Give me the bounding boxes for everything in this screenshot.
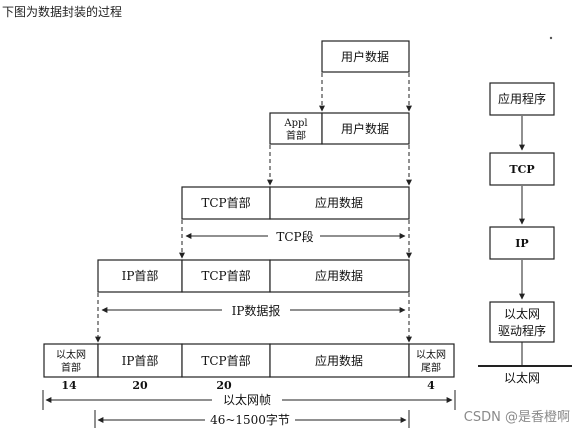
eth-frame-label: 以太网帧 [223,392,271,407]
app-data-label-3: 应用数据 [315,353,363,368]
size-eth-header: 14 [61,379,77,392]
ip-header-label-2: IP首部 [122,353,159,368]
size-eth-trailer: 4 [427,379,435,392]
ip-datagram-label: IP数据报 [232,303,281,318]
payload-range-label: 46~1500字节 [210,412,290,427]
tcp-header-box [181,186,271,220]
stack-tcp-box [489,152,555,186]
tcp-header-box-2 [181,259,271,293]
size-ip-header: 20 [132,379,148,392]
app-data-box-3 [269,343,410,378]
tcp-segment-label: TCP段 [276,229,313,244]
eth-trailer-label-2: 尾部 [421,361,441,374]
app-data-box-2 [269,259,410,293]
user-data-box [321,40,410,73]
tcp-header-label: TCP首部 [201,195,250,210]
ip-header-box-2 [97,343,183,378]
eth-header-box [43,343,99,378]
tcp-header-label-3: TCP首部 [201,353,250,368]
page-caption: 下图为数据封装的过程 [2,5,123,19]
watermark: CSDN @是香橙啊 [463,410,570,425]
eth-header-label-1: 以太网 [56,348,86,361]
stack-driver-label-2: 驱动程序 [498,323,546,338]
app-data-label: 应用数据 [315,195,363,210]
stack-tcp-label: TCP [509,163,534,176]
stack-driver-label-1: 以太网 [504,306,540,321]
app-data-box [269,186,410,220]
user-data-label-2: 用户数据 [341,121,389,136]
stack-application-label: 应用程序 [498,91,546,106]
stack-ip-label: IP [515,237,528,250]
tcp-header-label-2: TCP首部 [201,268,250,283]
stack-driver-box [489,301,555,343]
user-data-label: 用户数据 [341,49,389,64]
appl-header-label-2: 首部 [286,129,306,142]
size-tcp-header: 20 [216,379,232,392]
dot-mark [549,36,553,40]
eth-trailer-box [408,343,455,378]
app-data-label-2: 应用数据 [315,268,363,283]
stack-ip-box [489,226,555,260]
network-label: 以太网 [504,370,540,385]
ip-header-label: IP首部 [122,268,159,283]
eth-header-label-2: 首部 [61,361,81,374]
stack-application-box [489,82,555,116]
tcp-header-box-3 [181,343,271,378]
eth-trailer-label-1: 以太网 [416,348,446,361]
user-data-box-2 [321,112,410,145]
appl-header-label-1: Appl [283,118,307,129]
